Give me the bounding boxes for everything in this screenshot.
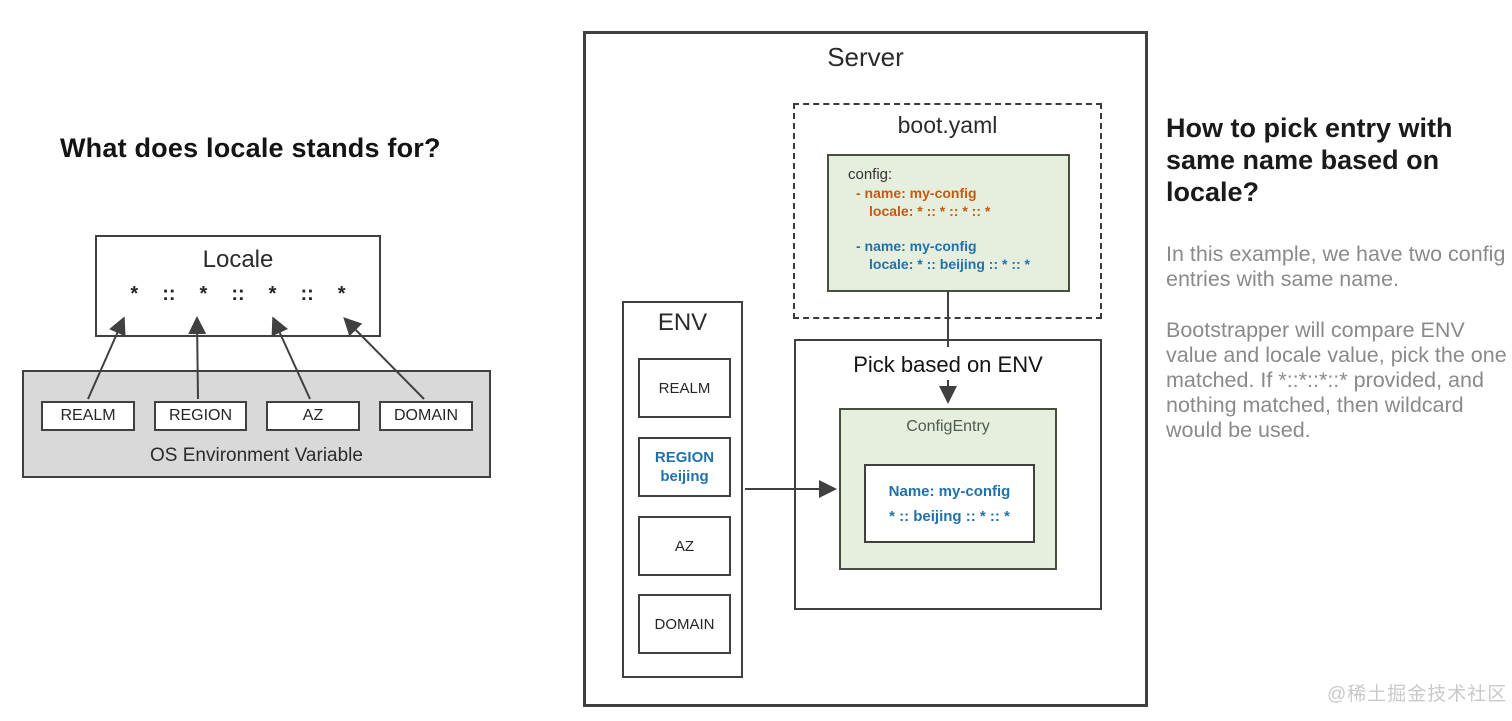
- yaml-line-locale-2: locale: * :: beijing :: * :: *: [869, 256, 1031, 272]
- config-entry-title: ConfigEntry: [906, 418, 990, 435]
- env-item-label: DOMAIN: [654, 615, 715, 633]
- locale-token-realm: *: [130, 283, 139, 305]
- os-env-item-domain: DOMAIN: [379, 401, 473, 431]
- locale-box-title: Locale: [202, 246, 274, 273]
- env-item-label: REGION: [654, 449, 715, 466]
- yaml-line-name-2: - name: my-config: [856, 238, 977, 254]
- config-entry-box: ConfigEntry Name: my-config * :: beijing…: [839, 408, 1057, 570]
- env-item-az: AZ: [638, 516, 731, 576]
- env-box-title: ENV: [657, 309, 708, 336]
- env-item-realm: REALM: [638, 358, 731, 418]
- locale-separator: ::: [231, 283, 245, 305]
- os-env-box-label: OS Environment Variable: [150, 445, 363, 466]
- right-paragraph-2: Bootstrapper will compare ENV value and …: [1166, 318, 1507, 442]
- server-box-title: Server: [827, 42, 904, 72]
- left-question-title: What does locale stands for?: [60, 133, 441, 163]
- config-entry-name: Name: my-config: [888, 482, 1011, 500]
- env-item-value: beijing: [660, 468, 709, 485]
- os-env-item-realm: REALM: [41, 401, 135, 431]
- locale-pattern: * :: * :: * :: *: [97, 283, 379, 306]
- locale-token-az: *: [268, 283, 277, 305]
- env-item-label: REALM: [658, 379, 711, 397]
- yaml-config-snippet: config: - name: my-config locale: * :: *…: [827, 154, 1070, 292]
- yaml-line-config: config:: [848, 166, 893, 183]
- watermark-text: @稀土掘金技术社区: [1327, 684, 1508, 705]
- boot-yaml-box: boot.yaml config: - name: my-config loca…: [793, 103, 1102, 319]
- os-env-item-az: AZ: [266, 401, 360, 431]
- locale-token-region: *: [199, 283, 208, 305]
- pick-box-title: Pick based on ENV: [853, 352, 1043, 377]
- env-item-label: AZ: [674, 537, 695, 555]
- env-item-region: REGION beijing: [638, 437, 731, 497]
- boot-yaml-title: boot.yaml: [897, 112, 998, 138]
- os-env-item-region: REGION: [154, 401, 247, 431]
- locale-box: Locale * :: * :: * :: *: [95, 235, 381, 337]
- os-environment-box: REALM REGION AZ DOMAIN OS Environment Va…: [22, 370, 491, 478]
- yaml-line-locale-1: locale: * :: * :: * :: *: [869, 203, 991, 219]
- env-box: ENV REALM REGION beijing AZ DOMAIN: [622, 301, 743, 678]
- locale-separator: ::: [300, 283, 314, 305]
- locale-separator: ::: [162, 283, 176, 305]
- env-item-domain: DOMAIN: [638, 594, 731, 654]
- config-entry-result: Name: my-config * :: beijing :: * :: *: [864, 464, 1035, 543]
- locale-token-domain: *: [337, 283, 346, 305]
- right-question-title: How to pick entry with same name based o…: [1166, 113, 1453, 207]
- right-paragraph-1: In this example, we have two config entr…: [1166, 242, 1506, 291]
- config-entry-locale: * :: beijing :: * :: *: [889, 507, 1010, 525]
- yaml-line-name-1: - name: my-config: [856, 185, 977, 201]
